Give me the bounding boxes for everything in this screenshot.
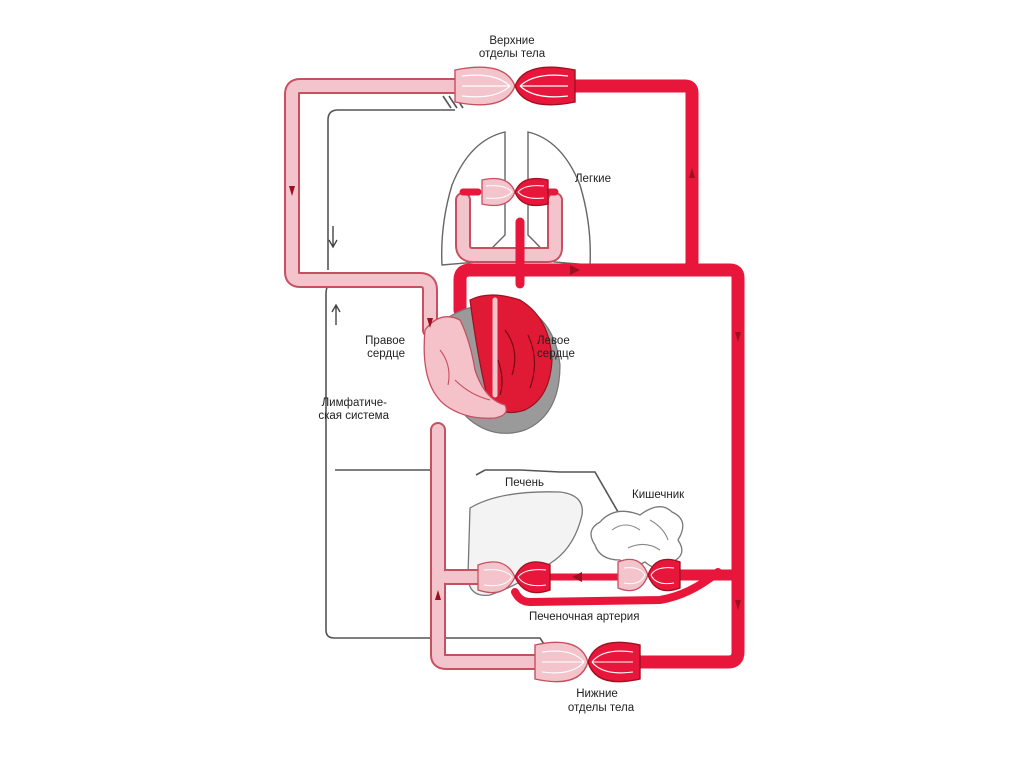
label-hepatic-artery: Печеночная артерия bbox=[529, 611, 639, 623]
label-right-heart-line2: сердце bbox=[367, 348, 405, 360]
lymph-flow-arrow bbox=[329, 226, 337, 247]
label-lungs: Легкие bbox=[575, 173, 611, 185]
label-liver: Печень bbox=[505, 477, 544, 489]
label-left-heart: Левое bbox=[537, 335, 570, 347]
label-intestine: Кишечник bbox=[632, 489, 685, 501]
label-lower-body-line2: отделы тела bbox=[568, 702, 635, 714]
capillary-bed-lungs bbox=[482, 179, 548, 206]
label-lymphatic-line2: ская система bbox=[318, 410, 389, 422]
capillary-bed-upper bbox=[455, 67, 575, 105]
label-upper-body: Верхние bbox=[489, 35, 534, 47]
label-lymphatic: Лимфатиче- bbox=[322, 397, 388, 409]
heart bbox=[424, 295, 560, 433]
label-left-heart-line2: сердце bbox=[537, 348, 575, 360]
label-upper-body-line2: отделы тела bbox=[479, 48, 546, 60]
label-lower-body: Нижние bbox=[576, 688, 618, 700]
capillary-bed-lower bbox=[535, 642, 640, 681]
label-right-heart: Правое bbox=[365, 335, 405, 347]
lymph-flow-arrow bbox=[332, 305, 340, 325]
